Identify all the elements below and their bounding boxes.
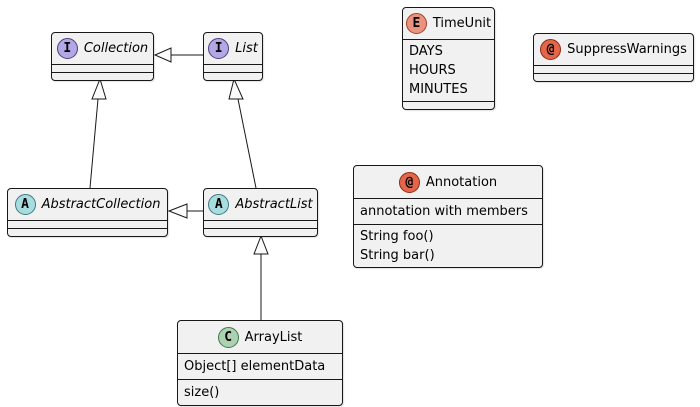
edge-abstractlist-implements-list (237, 98, 257, 189)
class-title: A AbstractCollection (8, 189, 167, 220)
hollow-triangle-icon (167, 203, 188, 219)
class-title: @ SuppressWarnings (534, 34, 693, 65)
class-title: @ Annotation (354, 166, 542, 198)
annotation-spot-icon: @ (540, 39, 562, 60)
class-name: ArrayList (244, 329, 303, 345)
hollow-triangle-icon (228, 77, 244, 100)
members-compartment: annotation with members (354, 198, 542, 224)
class-spot-icon: C (217, 326, 239, 348)
class-box-arraylist: C ArrayList Object[] elementData size() (177, 320, 343, 406)
abstract-spot-icon: A (14, 194, 36, 215)
interface-spot-icon: I (208, 38, 230, 59)
methods-compartment (204, 228, 317, 236)
methods-compartment (403, 101, 494, 109)
class-name: AbstractCollection (41, 197, 161, 212)
class-box-annotation: @ Annotation annotation with members Str… (353, 165, 543, 268)
method-line: String bar() (360, 248, 435, 263)
member-line: annotation with members (360, 204, 528, 219)
class-box-suppresswarnings: @ SuppressWarnings (533, 33, 694, 82)
enum-spot-icon: E (405, 13, 427, 34)
methods-compartment (52, 72, 153, 80)
method-line: size() (184, 385, 220, 400)
annotation-spot-icon: @ (398, 171, 420, 193)
hollow-triangle-icon (253, 234, 269, 255)
class-title: C ArrayList (178, 321, 342, 353)
methods-compartment: String foo() String bar() (354, 224, 542, 267)
enum-value: DAYS (409, 44, 443, 59)
field-line: Object[] elementData (184, 359, 326, 374)
hollow-triangle-icon (91, 77, 107, 100)
enum-values-compartment: DAYS HOURS MINUTES (403, 39, 494, 101)
class-name: List (235, 41, 258, 56)
class-name: Collection (83, 41, 149, 56)
fields-compartment: Object[] elementData (178, 353, 342, 379)
class-name: AbstractList (235, 197, 313, 212)
class-name: Annotation (425, 174, 498, 190)
class-title: I Collection (52, 33, 153, 64)
fields-compartment (204, 220, 317, 228)
fields-compartment (204, 64, 262, 72)
hollow-triangle-icon (153, 47, 172, 63)
methods-compartment: size() (178, 379, 342, 405)
fields-compartment (52, 64, 153, 72)
edge-abstractcollection-implements-collection (89, 98, 99, 189)
fields-compartment (534, 65, 693, 73)
interface-spot-icon: I (56, 38, 78, 59)
class-box-abstractcollection: A AbstractCollection (7, 188, 168, 237)
methods-compartment (534, 73, 693, 81)
method-line: String foo() (360, 229, 434, 244)
methods-compartment (204, 72, 262, 80)
class-box-timeunit: E TimeUnit DAYS HOURS MINUTES (402, 7, 495, 110)
abstract-spot-icon: A (208, 194, 230, 215)
class-box-collection: I Collection (51, 32, 154, 81)
class-box-list: I List (203, 32, 263, 81)
enum-value: HOURS (409, 63, 456, 78)
class-title: A AbstractList (204, 189, 317, 220)
class-title: I List (204, 33, 262, 64)
fields-compartment (8, 220, 167, 228)
class-name: TimeUnit (432, 16, 492, 31)
enum-value: MINUTES (409, 82, 468, 97)
class-box-abstractlist: A AbstractList (203, 188, 318, 237)
class-name: SuppressWarnings (567, 42, 687, 57)
methods-compartment (8, 228, 167, 236)
class-title: E TimeUnit (403, 8, 494, 39)
